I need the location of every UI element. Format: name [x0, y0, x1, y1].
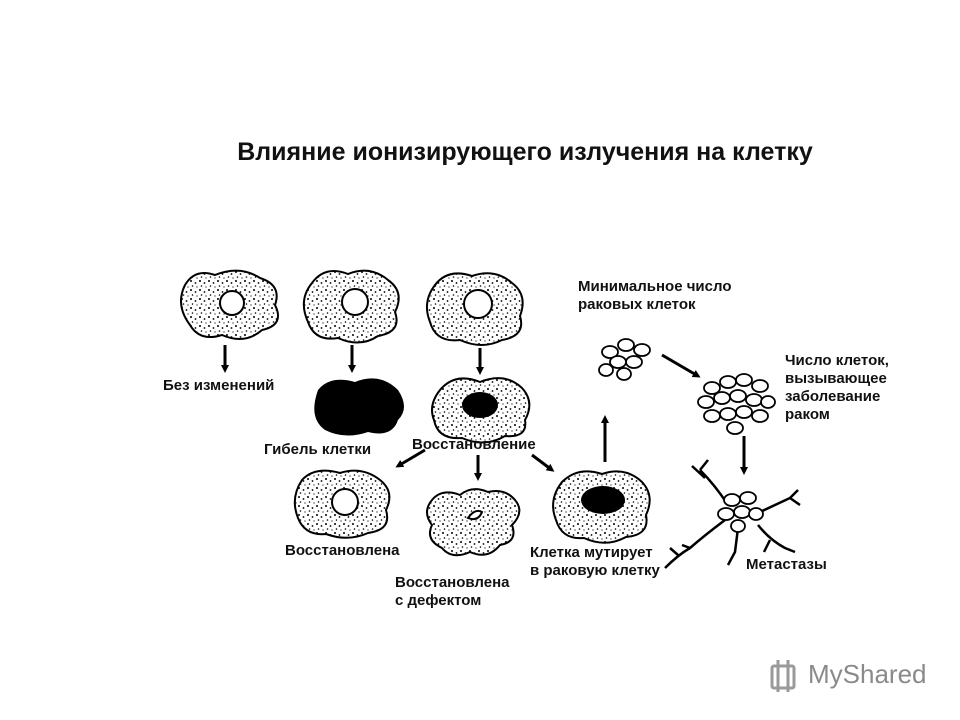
label-metastases: Метастазы — [746, 556, 827, 573]
label-restored: Восстановлена — [285, 542, 400, 559]
cell-original-3 — [425, 272, 524, 346]
label-disease-line3: заболевание — [785, 388, 881, 405]
cell-mutated — [552, 470, 651, 544]
label-cell-death: Гибель клетки — [264, 441, 372, 458]
arrow-to-mutate — [531, 453, 555, 472]
label-restored-defect-line2: с дефектом — [395, 592, 482, 609]
arrow-to-large-cluster — [661, 353, 701, 378]
label-mutates-line1: Клетка мутирует — [530, 544, 653, 561]
watermark-text: MyShared — [808, 659, 927, 689]
watermark: MyShared — [768, 655, 938, 699]
label-disease-line4: раком — [785, 406, 830, 423]
diagram-title: Влияние ионизирующего излучения на клетк… — [237, 138, 813, 166]
large-cancer-cluster — [697, 373, 776, 435]
cell-restored-defect — [426, 488, 521, 557]
watermark-icon — [770, 660, 796, 692]
cell-original-1 — [180, 269, 279, 340]
label-no-change: Без изменений — [163, 377, 275, 394]
cell-restored — [293, 469, 391, 539]
label-restored-defect-line1: Восстановлена — [395, 574, 510, 591]
dead-cell — [314, 378, 404, 436]
metastasis-cells — [717, 491, 764, 533]
metastases-network — [664, 459, 801, 569]
label-min-line2: раковых клеток — [578, 296, 696, 313]
label-disease-line1: Число клеток, — [785, 352, 889, 369]
label-disease-line2: вызывающее — [785, 370, 887, 387]
cell-recovering — [431, 377, 531, 444]
label-min-line1: Минимальное число — [578, 278, 732, 295]
label-mutates-line2: в раковую клетку — [530, 562, 660, 579]
small-cancer-cluster — [598, 338, 651, 381]
cell-original-2 — [302, 269, 400, 344]
arrow-to-restored — [395, 448, 426, 468]
label-recovery: Восстановление — [412, 436, 536, 453]
